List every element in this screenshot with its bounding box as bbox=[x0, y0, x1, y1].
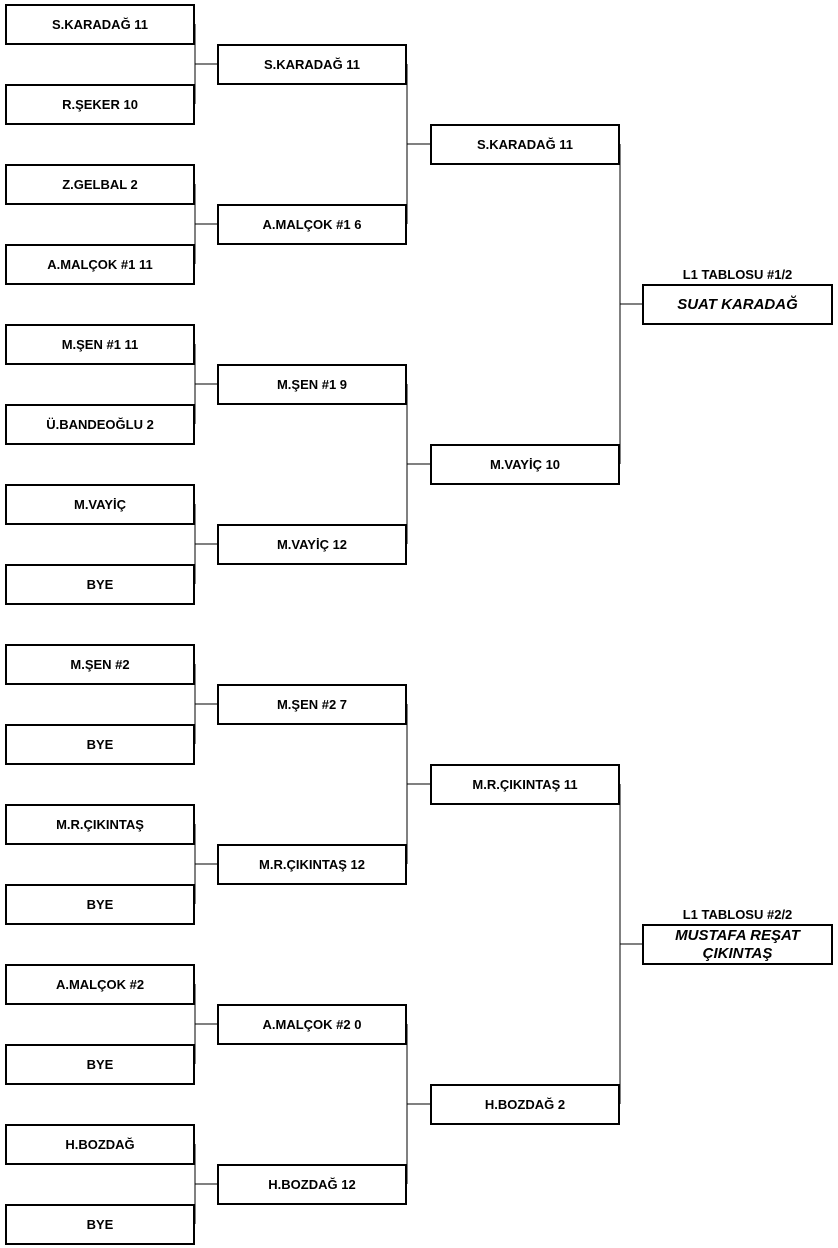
bracket2-round2-slot-3: A.MALÇOK #2 0 bbox=[217, 1004, 407, 1045]
bracket2-round1-slot-7: H.BOZDAĞ bbox=[5, 1124, 195, 1165]
bracket2-round1-slot-4: BYE bbox=[5, 884, 195, 925]
bracket1-round2-slot-3: M.ŞEN #1 9 bbox=[217, 364, 407, 405]
bracket1-round1-slot-7: M.VAYİÇ bbox=[5, 484, 195, 525]
bracket1-round1-slot-3: Z.GELBAL 2 bbox=[5, 164, 195, 205]
bracket1-round2-slot-1: S.KARADAĞ 11 bbox=[217, 44, 407, 85]
bracket2-round2-slot-4: H.BOZDAĞ 12 bbox=[217, 1164, 407, 1205]
bracket1-round1-slot-5: M.ŞEN #1 11 bbox=[5, 324, 195, 365]
bracket1-champion-name: SUAT KARADAĞ bbox=[677, 295, 798, 313]
bracket1-champion: SUAT KARADAĞ bbox=[642, 284, 833, 325]
bracket1-round1-slot-1: S.KARADAĞ 11 bbox=[5, 4, 195, 45]
bracket2-champion-name-line1: MUSTAFA REŞAT bbox=[675, 926, 800, 944]
bracket2-champion-name-line2: ÇIKINTAŞ bbox=[702, 944, 773, 962]
bracket1-round1-slot-8: BYE bbox=[5, 564, 195, 605]
bracket2-round2-slot-2: M.R.ÇIKINTAŞ 12 bbox=[217, 844, 407, 885]
bracket2-round3-slot-1: M.R.ÇIKINTAŞ 11 bbox=[430, 764, 620, 805]
bracket1-title: L1 TABLOSU #1/2 bbox=[682, 267, 793, 282]
bracket1-round1-slot-2: R.ŞEKER 10 bbox=[5, 84, 195, 125]
bracket2-champion: MUSTAFA REŞAT ÇIKINTAŞ bbox=[642, 924, 833, 965]
bracket1-round3-slot-2: M.VAYİÇ 10 bbox=[430, 444, 620, 485]
bracket2-round1-slot-3: M.R.ÇIKINTAŞ bbox=[5, 804, 195, 845]
bracket2-round1-slot-6: BYE bbox=[5, 1044, 195, 1085]
bracket2-round1-slot-8: BYE bbox=[5, 1204, 195, 1245]
bracket1-round1-slot-4: A.MALÇOK #1 11 bbox=[5, 244, 195, 285]
bracket2-round1-slot-5: A.MALÇOK #2 bbox=[5, 964, 195, 1005]
bracket1-round2-slot-4: M.VAYİÇ 12 bbox=[217, 524, 407, 565]
bracket2-round1-slot-1: M.ŞEN #2 bbox=[5, 644, 195, 685]
bracket2-round1-slot-2: BYE bbox=[5, 724, 195, 765]
bracket2-round2-slot-1: M.ŞEN #2 7 bbox=[217, 684, 407, 725]
bracket2-title: L1 TABLOSU #2/2 bbox=[682, 907, 793, 922]
bracket1-round3-slot-1: S.KARADAĞ 11 bbox=[430, 124, 620, 165]
bracket1-round2-slot-2: A.MALÇOK #1 6 bbox=[217, 204, 407, 245]
bracket1-round1-slot-6: Ü.BANDEOĞLU 2 bbox=[5, 404, 195, 445]
bracket2-round3-slot-2: H.BOZDAĞ 2 bbox=[430, 1084, 620, 1125]
